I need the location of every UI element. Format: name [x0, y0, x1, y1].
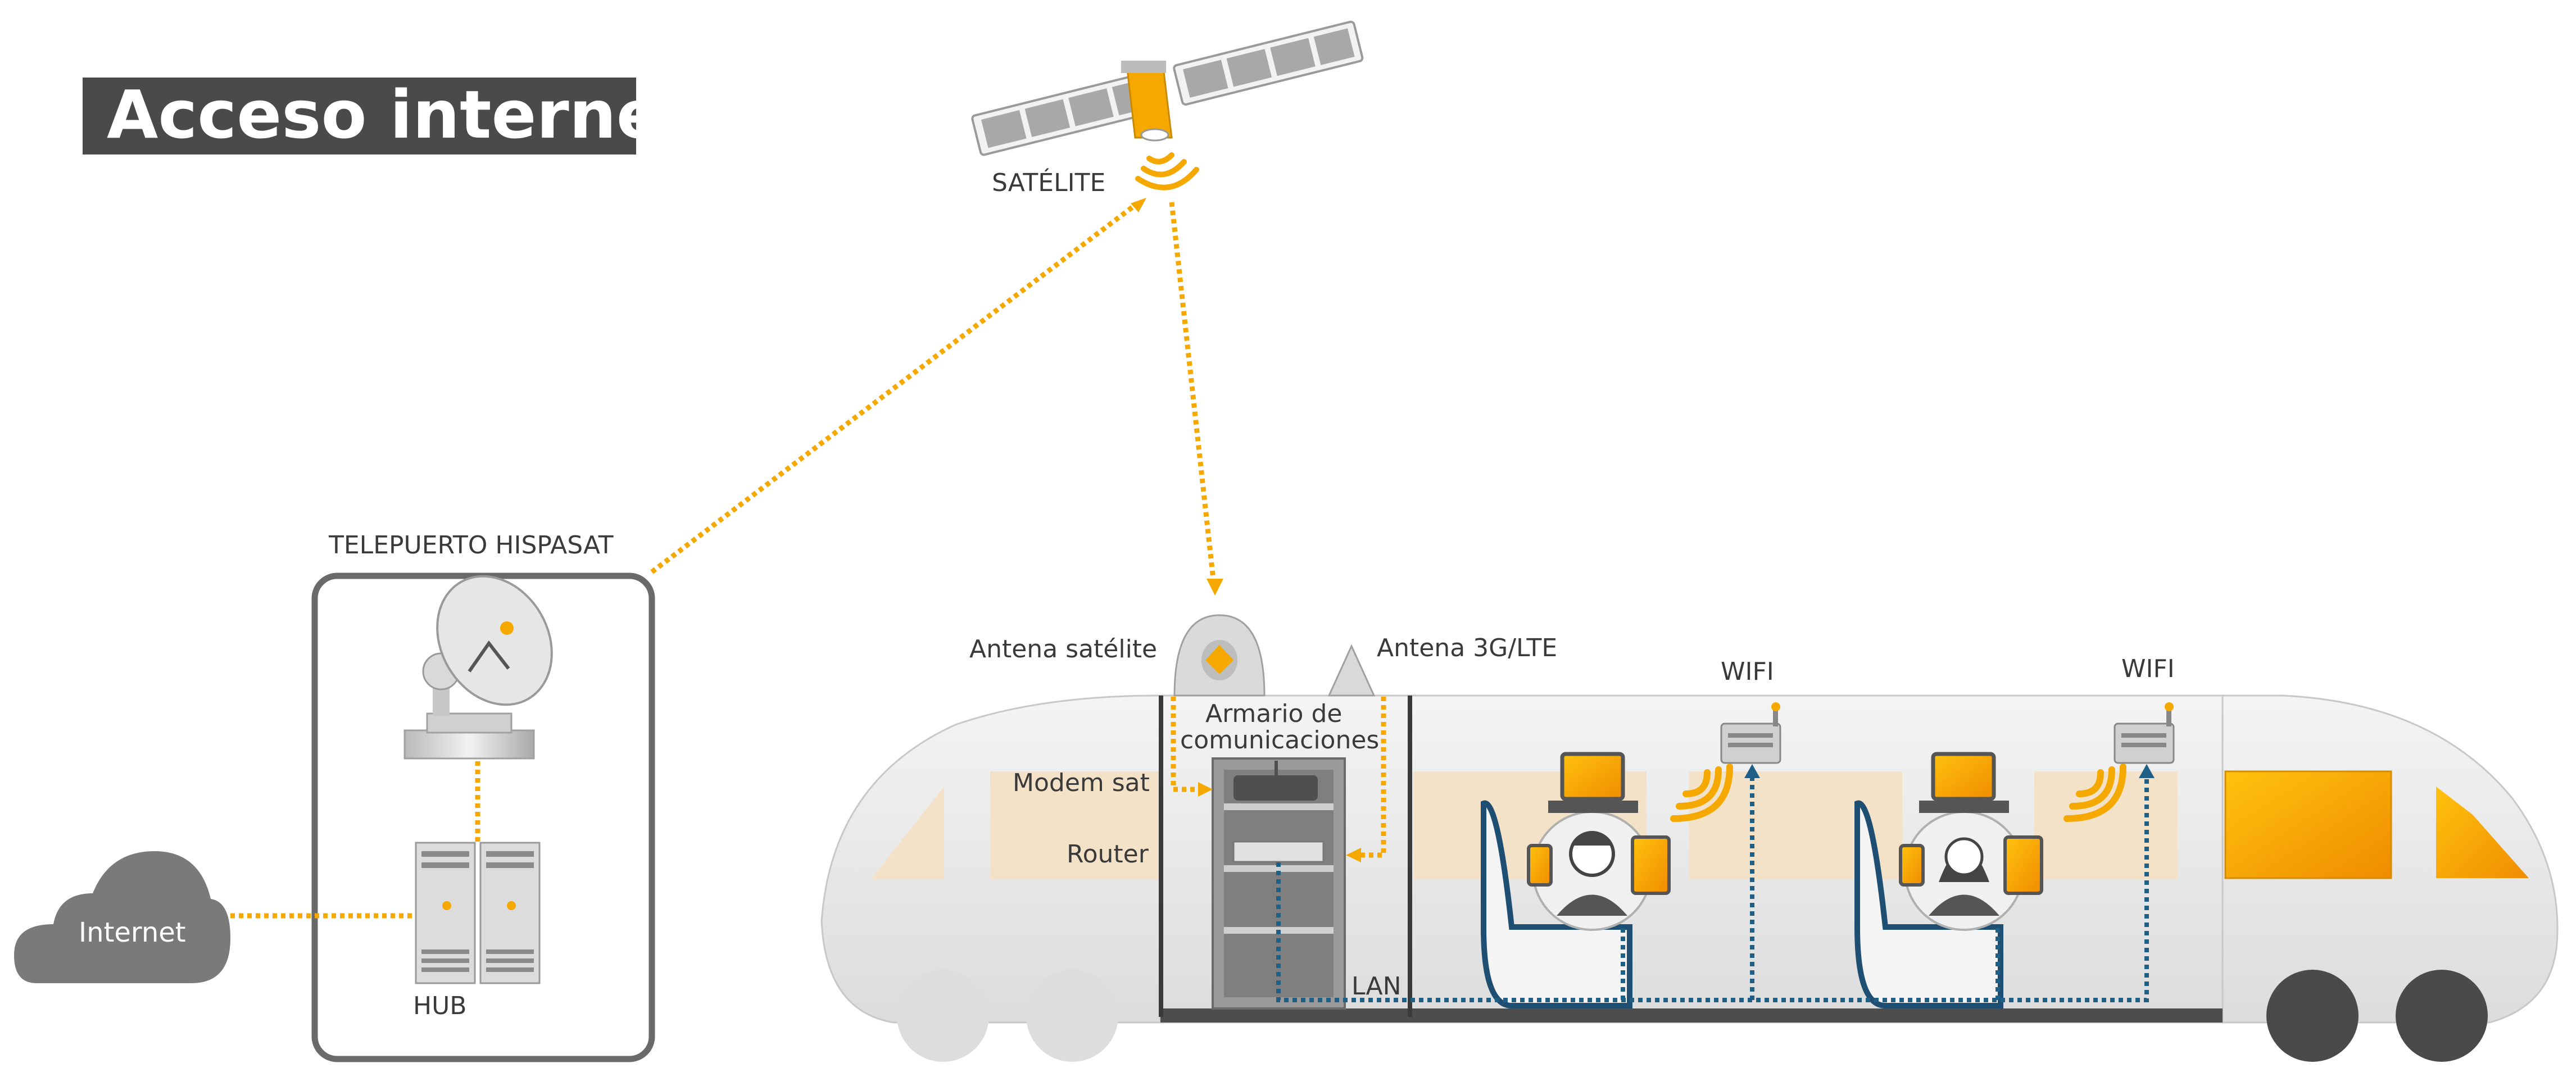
train	[820, 614, 2559, 1062]
cabinet-label-line2: comunicaciones	[1180, 726, 1379, 755]
phone-icon	[1899, 844, 1925, 887]
modem-label: Modem sat	[1013, 769, 1150, 797]
modem-device	[1233, 775, 1318, 801]
satellite-train-link	[1169, 202, 1217, 585]
front-wheel-1	[2266, 970, 2359, 1062]
hub-server-icon	[415, 842, 541, 984]
front-wheel-2	[2396, 970, 2488, 1062]
satellite-icon	[971, 20, 1364, 190]
internet-cloud-icon	[14, 851, 230, 983]
lan-link	[1276, 774, 2149, 1002]
teleport-label: TELEPUERTO HISPASAT	[328, 531, 614, 560]
satellite-dish-icon	[403, 575, 553, 760]
passenger-man-icon	[1527, 752, 1671, 931]
title-background	[83, 78, 636, 155]
lan-label: LAN	[1352, 972, 1402, 1001]
sat-antenna-label: Antena satélite	[969, 635, 1157, 664]
front-window	[2224, 770, 2392, 879]
wifi-access-point-2	[2114, 702, 2175, 764]
antenna-modem-link	[1171, 697, 1203, 792]
laptop-icon	[1931, 752, 1996, 801]
cab-window	[2436, 787, 2529, 878]
title-block: Acceso internet	[83, 76, 693, 155]
seat-1	[1481, 800, 1632, 1008]
internet-label: Internet	[79, 917, 186, 948]
seat-2	[1854, 800, 2003, 1008]
router-device	[1232, 840, 1325, 863]
lte-router-link	[1357, 697, 1386, 858]
page-title: Acceso internet	[107, 76, 693, 153]
cabinet-label-line1: Armario de	[1205, 699, 1342, 728]
tablet-icon	[2003, 835, 2043, 895]
lte-antenna-label: Antena 3G/LTE	[1377, 634, 1557, 662]
wifi-label-1: WIFI	[1721, 657, 1774, 686]
satellite-signal-icon	[1135, 152, 1199, 190]
tablet-icon	[1631, 835, 1671, 895]
wifi-signal-icon	[2063, 764, 2126, 822]
lte-antenna-icon	[1327, 644, 1376, 697]
passenger-woman-icon	[1899, 752, 2043, 931]
laptop-icon	[1560, 752, 1625, 801]
router-label: Router	[1067, 840, 1149, 869]
rear-wheel-1	[897, 970, 989, 1062]
phone-icon	[1527, 844, 1553, 887]
wifi-label-2: WIFI	[2121, 655, 2175, 683]
hub-label: HUB	[413, 992, 466, 1020]
wifi-access-point-1	[1720, 702, 1781, 764]
wifi-signal-icon	[1670, 764, 1733, 822]
chassis	[1160, 1008, 2223, 1023]
satellite-label: SATÉLITE	[992, 167, 1105, 197]
rear-wheel-2	[1026, 970, 1118, 1062]
satellite-antenna-icon	[1173, 614, 1266, 697]
satellite-links	[650, 198, 1223, 596]
teleport-satellite-link	[650, 203, 1137, 574]
